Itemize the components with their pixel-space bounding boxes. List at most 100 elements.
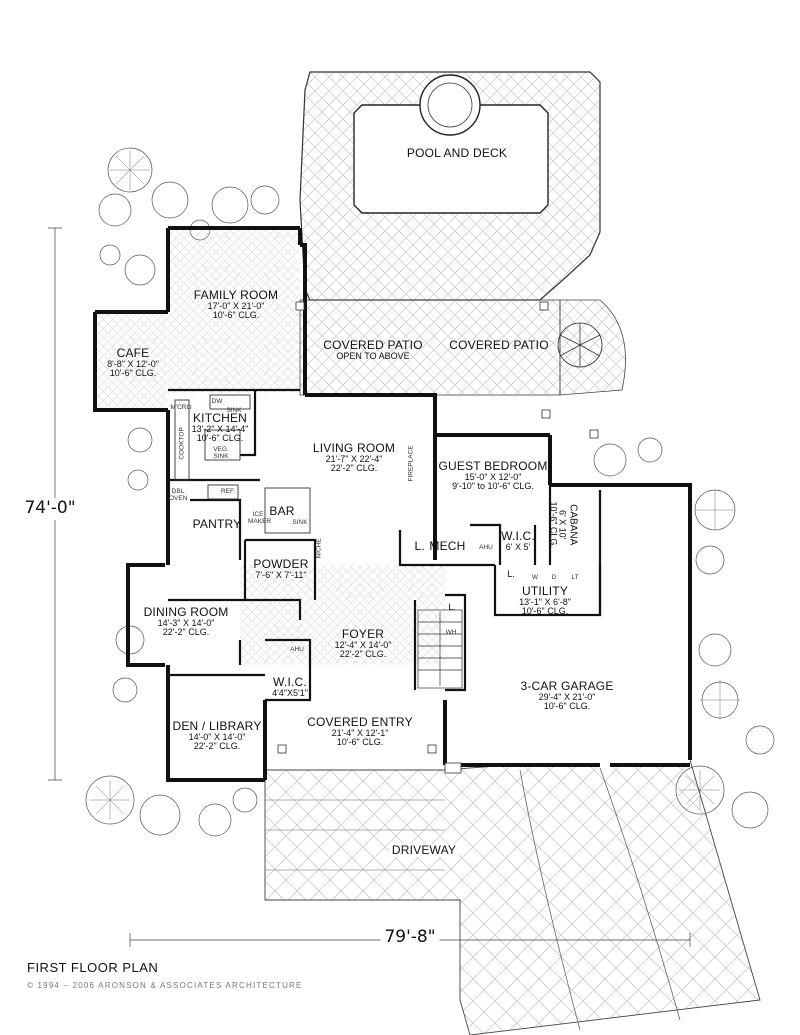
covered-patio-area [299,299,561,396]
mech-prefix: L. [414,539,425,553]
room-ceiling: 9'-10" to 10'-6" CLG. [452,481,534,492]
room-size: 17'-0" X 21'-0" [207,300,265,311]
fixture-mcro: M'CRO [170,404,192,411]
room-mech: L. MECH [414,538,465,555]
copyright-notice: © 1994 – 2006 ARONSON & ASSOCIATES ARCHI… [27,981,303,990]
room-ceiling: 10'-6" CLG. [336,737,384,748]
room-foyer: FOYER 12'-4" X 14'-0" 22'-2" CLG. [335,628,392,659]
room-size: 21'-7" X 22'-4" [325,453,383,464]
room-name: LIVING ROOM [312,441,396,455]
room-note: OPEN TO ABOVE [336,350,410,361]
room-bar: BAR [269,505,294,518]
room-size: 8'-8" X 12'-0" [107,358,159,369]
room-size: 14'-3" X 14'-0" [157,617,215,628]
fixture-ref: REF. [220,488,236,495]
fixture-laundry-tub: LT [571,574,579,581]
room-family: FAMILY ROOM 17'-0" X 21'-0" 10'-6" CLG. [194,289,278,320]
fixture-linen-foyer: L. [448,602,456,612]
room-ceiling: 10'-6" CLG. [543,701,591,712]
room-size: 4'4"X5'1" [272,687,308,698]
fixture-wh: WH [445,629,457,636]
room-ceiling: 22'-2" CLG. [193,741,241,752]
room-name: COVERED PATIO [323,338,423,352]
room-size: 21'-4" X 12'-1" [331,727,389,738]
fixture-cooktop: COOKTOP [178,427,186,460]
room-ceiling: 10'-6" CLG. [548,501,559,548]
pool [353,104,549,214]
fixture-dbl-oven: DBL OVEN [169,488,188,502]
room-name: MECH [429,539,466,553]
columns [277,301,599,774]
room-den: DEN / LIBRARY 14'-0" X 14'-0" 22'-2" CLG… [172,720,261,751]
fixture-ahu-2: AHU [290,646,304,653]
room-size: 13'-1" X 6'-8" [519,596,571,607]
room-size: 13'-2" X 14'-4" [191,423,249,434]
room-name: GUEST BEDROOM [438,459,548,473]
room-size: 6' X 5' [505,541,531,552]
overall-width-dimension: 79'-8" [380,928,440,947]
room-wic-guest: W.I.C. 6' X 5' [501,530,535,552]
room-size: 15'-0" X 12'-0" [464,471,522,482]
room-covered-patio-left: COVERED PATIO OPEN TO ABOVE [323,339,423,361]
room-pool: POOL AND DECK [407,147,507,160]
room-size: 7'-6" X 7'-11" [255,569,307,580]
kitchen-counters [174,394,311,534]
room-garage: 3-CAR GARAGE 29'-4" X 21'-0" 10'-6" CLG. [520,680,613,711]
room-name: UTILITY [521,584,569,598]
fixture-ahu: AHU [479,544,493,551]
room-name: DRIVEWAY [391,843,457,857]
room-cabana: CABANA 6' X 10' 10'-6" CLG. [548,490,579,560]
room-ceiling: 10'-6" CLG. [521,606,569,617]
room-driveway: DRIVEWAY [388,843,460,857]
driveway-pavers [264,759,761,1035]
room-ceiling: 10'-6" CLG. [212,310,260,321]
room-ceiling: 10'-6" CLG. [196,433,244,444]
room-pantry: PANTRY [193,518,242,531]
room-guest-bedroom: GUEST BEDROOM 15'-0" X 12'-0" 9'-10" to … [438,460,547,491]
room-name: 3-CAR GARAGE [520,679,614,693]
room-ceiling: 22'-2" CLG. [339,649,387,660]
fixture-veg-sink: VEG. SINK [213,446,229,460]
room-covered-patio-right: COVERED PATIO [449,339,549,352]
room-size: 29'-4" X 21'-0" [538,691,596,702]
fixture-niche: NICHE [315,538,323,559]
room-name: DINING ROOM [143,605,229,619]
room-name: DEN / LIBRARY [172,719,262,733]
room-name: FOYER [341,627,385,641]
room-name: BAR [269,504,295,518]
room-kitchen: KITCHEN 13'-2" X 14'-4" 10'-6" CLG. [192,412,249,443]
room-name: POOL AND DECK [406,146,508,160]
room-powder: POWDER 7'-6" X 7'-11" [253,558,308,580]
room-cafe: CAFE 8'-8" X 12'-0" 10'-6" CLG. [107,347,159,378]
room-ceiling: 22'-2" CLG. [330,463,378,474]
fixture-linen-utility: L. [507,569,515,579]
room-name: COVERED ENTRY [307,715,413,729]
interior-walls [168,388,602,702]
room-name: CABANA [567,504,579,546]
overall-depth-dimension: 74'-0" [24,498,76,520]
fixture-sink: SINK [226,407,242,414]
room-name: KITCHEN [192,411,248,425]
room-wic-front: W.I.C. 4'4"X5'1" [272,676,308,698]
exterior-walls [93,226,692,782]
room-size: 14'-0" X 14'-0" [188,731,246,742]
fixture-bar-sink: SINK [292,519,308,526]
room-size: 12'-4" X 14'-0" [334,639,392,650]
room-name: COVERED PATIO [449,338,549,352]
fixture-ice-maker: ICE MAKER [248,511,272,525]
fixture-fireplace: FIREPLACE [407,445,415,482]
room-covered-entry: COVERED ENTRY 21'-4" X 12'-1" 10'-6" CLG… [307,716,413,747]
room-name: W.I.C. [501,529,535,543]
room-name: POWDER [253,557,309,571]
room-utility: UTILITY 13'-1" X 6'-8" 10'-6" CLG. [519,585,571,616]
landscaping-spokes [90,150,740,820]
spiral-stair [557,322,603,368]
room-name: FAMILY ROOM [193,288,279,302]
room-ceiling: 10'-6" CLG. [109,368,157,379]
room-dining: DINING ROOM 14'-3" X 14'-0" 22'-2" CLG. [144,606,229,637]
fixture-dryer: D [551,574,557,581]
room-name: W.I.C. [273,675,307,689]
fixture-dw: DW [211,398,223,405]
room-living: LIVING ROOM 21'-7" X 22'-4" 22'-2" CLG. [313,442,395,473]
